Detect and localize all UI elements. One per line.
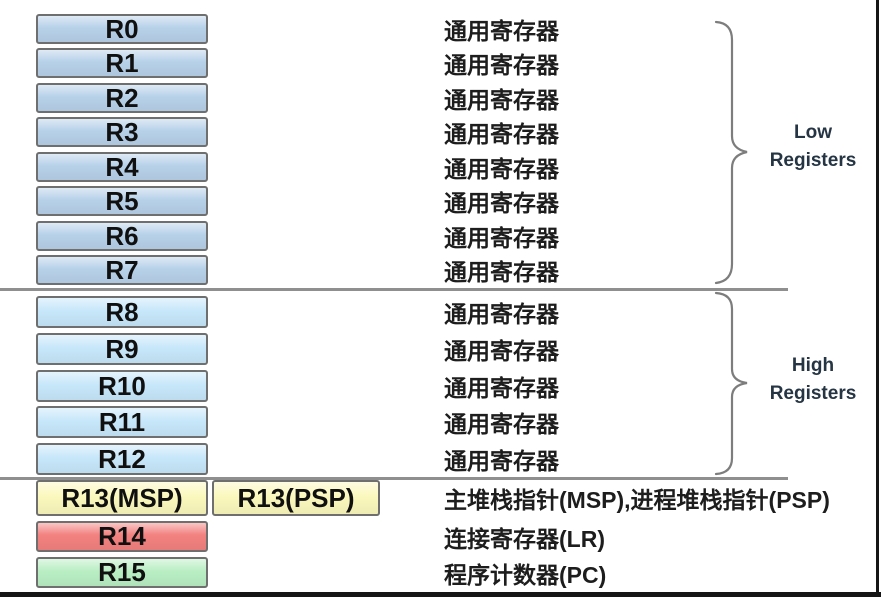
register-box-r7: R7 [36, 255, 208, 285]
register-box-r8: R8 [36, 296, 208, 328]
register-desc-r3: 通用寄存器 [444, 121, 559, 147]
register-box-r6: R6 [36, 221, 208, 251]
low-registers-label: Low Registers [752, 119, 874, 175]
register-desc-r0: 通用寄存器 [444, 18, 559, 44]
register-desc-r8: 通用寄存器 [444, 301, 559, 327]
register-box-r11: R11 [36, 406, 208, 438]
low-registers-label-line1: Low [794, 122, 832, 143]
register-box-r13-msp: R13(MSP) [36, 480, 208, 516]
register-desc-r2: 通用寄存器 [444, 87, 559, 113]
register-desc-r1: 通用寄存器 [444, 52, 559, 78]
register-box-r4: R4 [36, 152, 208, 182]
register-box-r0: R0 [36, 14, 208, 44]
register-desc-r7: 通用寄存器 [444, 259, 559, 285]
register-desc-r13: 主堆栈指针(MSP),进程堆栈指针(PSP) [444, 487, 830, 513]
register-box-r2: R2 [36, 83, 208, 113]
high-special-divider [0, 477, 788, 480]
register-box-r15: R15 [36, 557, 208, 588]
register-box-r5: R5 [36, 186, 208, 216]
register-box-r13-psp: R13(PSP) [212, 480, 380, 516]
register-desc-r9: 通用寄存器 [444, 338, 559, 364]
register-box-r1: R1 [36, 48, 208, 78]
register-box-r9: R9 [36, 333, 208, 365]
bottom-border-line [0, 592, 881, 597]
register-desc-r11: 通用寄存器 [444, 411, 559, 437]
register-desc-r10: 通用寄存器 [444, 375, 559, 401]
register-desc-r15: 程序计数器(PC) [444, 561, 607, 588]
register-desc-r12: 通用寄存器 [444, 448, 559, 474]
right-border-line [876, 0, 879, 597]
high-registers-label-line1: High [791, 355, 835, 376]
high-registers-label: High Registers [752, 352, 874, 408]
register-desc-r5: 通用寄存器 [444, 190, 559, 216]
low-registers-label-line2: Registers [769, 150, 857, 171]
register-box-r10: R10 [36, 370, 208, 402]
high-registers-label-line2: Registers [769, 383, 857, 404]
register-desc-r4: 通用寄存器 [444, 156, 559, 182]
low-registers-brace [714, 20, 748, 285]
register-desc-r6: 通用寄存器 [444, 225, 559, 251]
register-box-r14: R14 [36, 521, 208, 552]
register-box-r12: R12 [36, 443, 208, 475]
register-box-r3: R3 [36, 117, 208, 147]
high-registers-brace [714, 291, 748, 476]
low-high-divider [0, 288, 788, 291]
register-desc-r14: 连接寄存器(LR) [444, 525, 605, 552]
